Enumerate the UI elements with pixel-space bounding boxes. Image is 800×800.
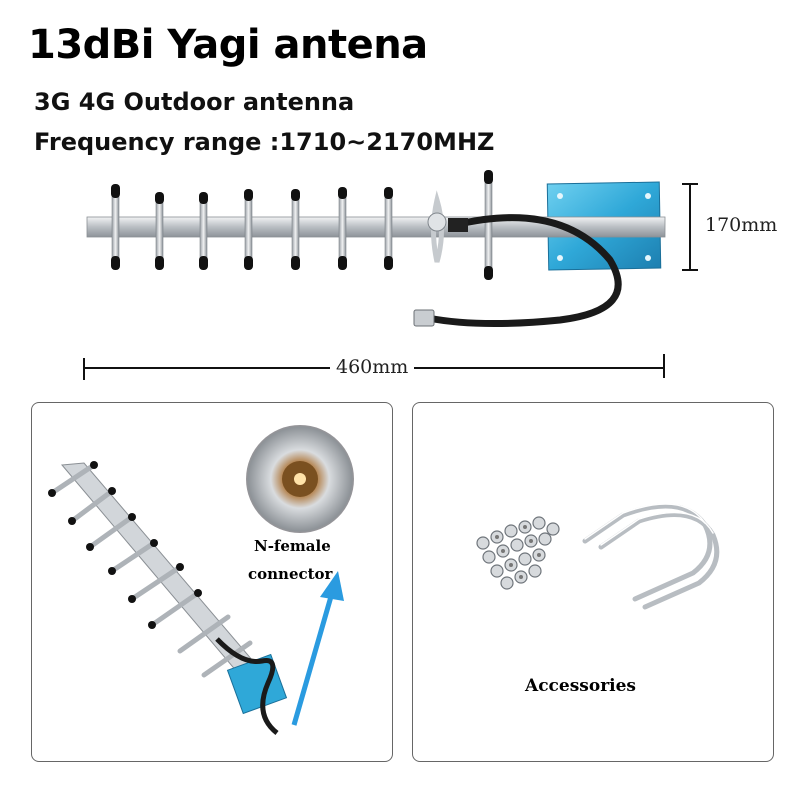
product-title: 13dBi Yagi antena: [28, 22, 428, 68]
antenna-main-illustration: [83, 170, 698, 380]
accessories-illustration: [476, 503, 720, 610]
accessories-label: Accessories: [525, 676, 636, 696]
accessories-panel: Accessories: [412, 402, 774, 762]
height-dimension-label: 170mm: [705, 214, 778, 236]
connector-label-line2: connector: [248, 565, 333, 583]
connector-panel: N-female connector: [31, 402, 393, 762]
length-dimension-label: 460mm: [330, 356, 415, 378]
antenna-angled-illustration: [48, 425, 354, 735]
connector-label-line1: N-female: [254, 537, 331, 555]
product-subtitle: 3G 4G Outdoor antenna: [34, 88, 355, 116]
u-bolts: [582, 503, 720, 610]
frequency-range: Frequency range :1710~2170MHZ: [34, 128, 495, 156]
nuts-and-washers: [476, 516, 560, 590]
